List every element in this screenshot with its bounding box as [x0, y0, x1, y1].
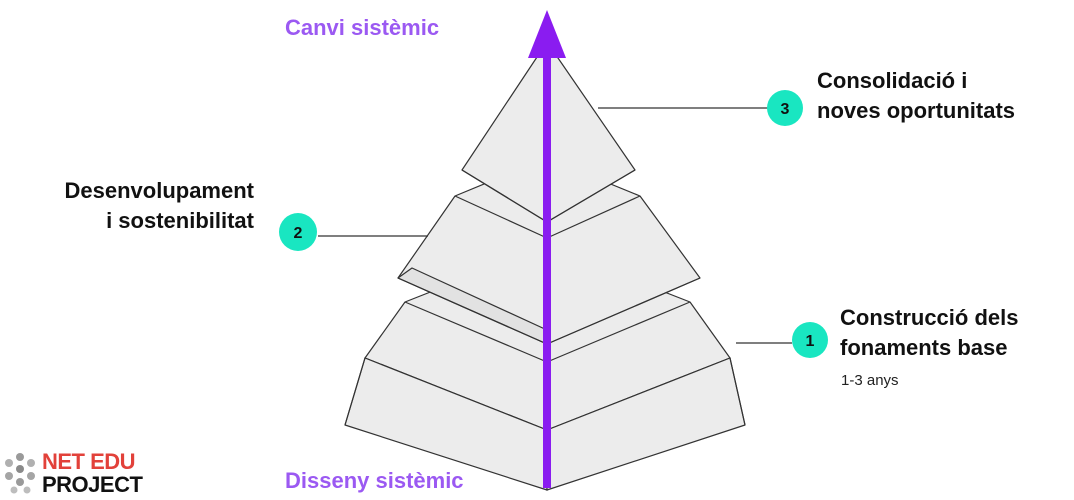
level-1-title-line2: fonaments base [840, 335, 1008, 360]
level-2-title-line2: i sostenibilitat [106, 208, 254, 233]
svg-text:3: 3 [781, 101, 790, 118]
level-1-title-line1: Construcció dels [840, 305, 1019, 330]
level-2-label: Desenvolupament i sostenibilitat [10, 176, 255, 236]
logo-line1: NET EDU [42, 449, 136, 474]
level-3-title-line1: Consolidació i [817, 68, 968, 93]
logo-line2: PROJECT [42, 472, 143, 497]
top-label-canvi-sistemic: Canvi sistèmic [285, 15, 440, 40]
level-2-title-line1: Desenvolupament [64, 178, 255, 203]
bottom-label-disseny-sistemic: Disseny sistèmic [285, 468, 464, 493]
net-edu-project-logo: NET EDU PROJECT [0, 445, 180, 500]
tier-edge-line [404, 301, 548, 363]
svg-text:2: 2 [294, 225, 303, 242]
level-1-label: Construcció dels fonaments base [840, 303, 1018, 363]
badge-level-3: 3 [767, 90, 803, 126]
level-3-label: Consolidació i noves oportunitats [817, 66, 1015, 126]
svg-text:1: 1 [806, 333, 815, 350]
growth-arrow [528, 10, 566, 488]
level-1-subtitle: 1-3 anys [841, 372, 899, 389]
tier-edge-line [546, 301, 691, 363]
level-3-title-line2: noves oportunitats [817, 98, 1016, 123]
people-group-icon [5, 453, 35, 494]
badge-level-2: 2 [279, 213, 317, 251]
badge-level-1: 1 [792, 322, 828, 358]
